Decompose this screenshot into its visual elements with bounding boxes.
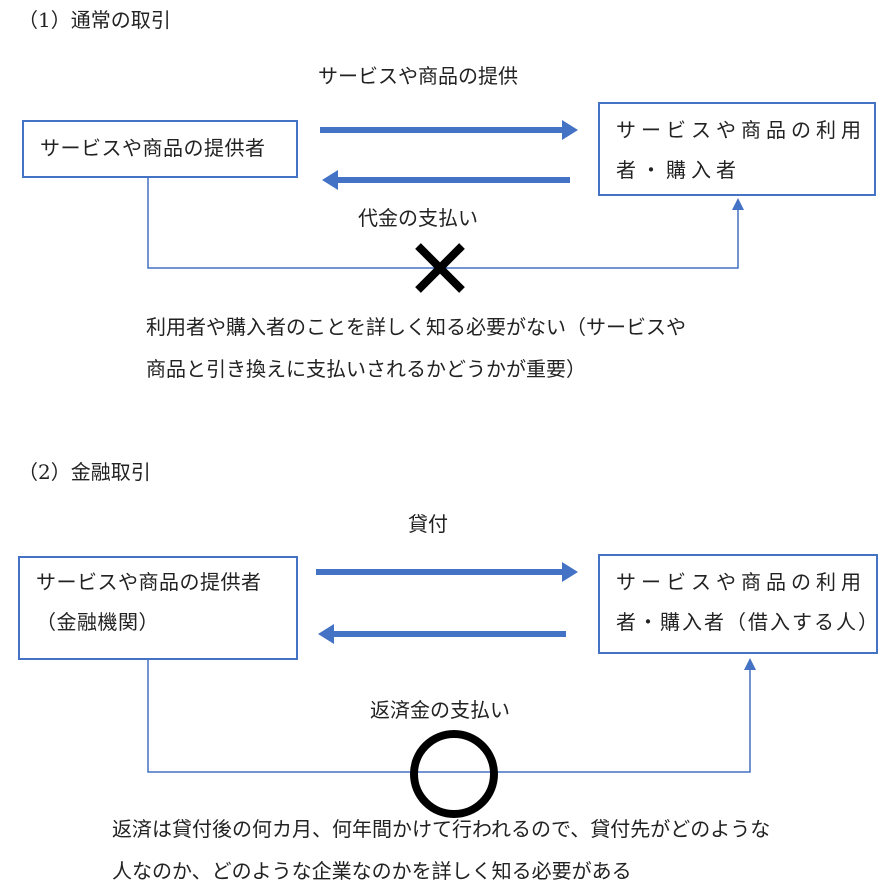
section1-note: 利用者や購入者のことを詳しく知る必要がない（サービスや 商品と引き換えに支払いさ… [146, 306, 686, 390]
section1-backward-label: 代金の支払い [358, 206, 478, 230]
section1-forward-label: サービスや商品の提供 [318, 64, 518, 88]
section1-connector-line [147, 178, 739, 269]
section1-note-line-1: 利用者や購入者のことを詳しく知る必要がない（サービスや [146, 315, 686, 339]
section2-forward-arrowhead-icon [562, 562, 578, 582]
section1-note-line-2: 商品と引き換えに支払いされるかどうかが重要） [146, 357, 586, 381]
section2-note: 返済は貸付後の何カ月、何年間かけて行われるので、貸付先がどのような 人なのか、ど… [112, 808, 770, 888]
section1-provider-line-1: サービスや商品の提供者 [40, 136, 266, 160]
section2-heading: （2）金融取引 [18, 460, 151, 484]
section2-provider-line-2: （金融機関） [36, 610, 159, 634]
section1-backward-arrowhead-icon [322, 170, 338, 190]
section2-user-line-2: 者・購入者（借入する人） [616, 610, 880, 634]
section1-provider-box: サービスや商品の提供者 [22, 120, 298, 178]
section1-user-line-2: 者・購入者 [616, 158, 741, 182]
section2-provider-line-1: サービスや商品の提供者 [36, 570, 262, 594]
section1-heading: （1）通常の取引 [18, 8, 171, 32]
section2-user-box: サービスや商品の利用 者・購入者（借入する人） [598, 554, 878, 654]
section2-backward-arrowhead-icon [318, 624, 334, 644]
section2-user-line-1: サービスや商品の利用 [616, 570, 866, 594]
section2-note-line-2: 人なのか、どのような企業なのかを詳しく知る必要がある [112, 859, 632, 883]
section2-backward-label: 返済金の支払い [370, 698, 510, 722]
section1-user-box: サービスや商品の利用 者・購入者 [598, 102, 876, 196]
section1-connector-arrowhead-icon [732, 198, 744, 210]
section2-connector-arrowhead-icon [744, 658, 756, 670]
cross-mark-icon [415, 243, 465, 293]
section2-forward-label: 貸付 [408, 512, 448, 536]
section1-user-line-1: サービスや商品の利用 [616, 118, 866, 142]
section2-connector-line [147, 660, 751, 773]
section2-note-line-1: 返済は貸付後の何カ月、何年間かけて行われるので、貸付先がどのような [112, 817, 771, 841]
circle-mark-icon [410, 730, 498, 818]
section1-forward-arrowhead-icon [562, 120, 578, 140]
section2-provider-box: サービスや商品の提供者 （金融機関） [18, 556, 298, 660]
